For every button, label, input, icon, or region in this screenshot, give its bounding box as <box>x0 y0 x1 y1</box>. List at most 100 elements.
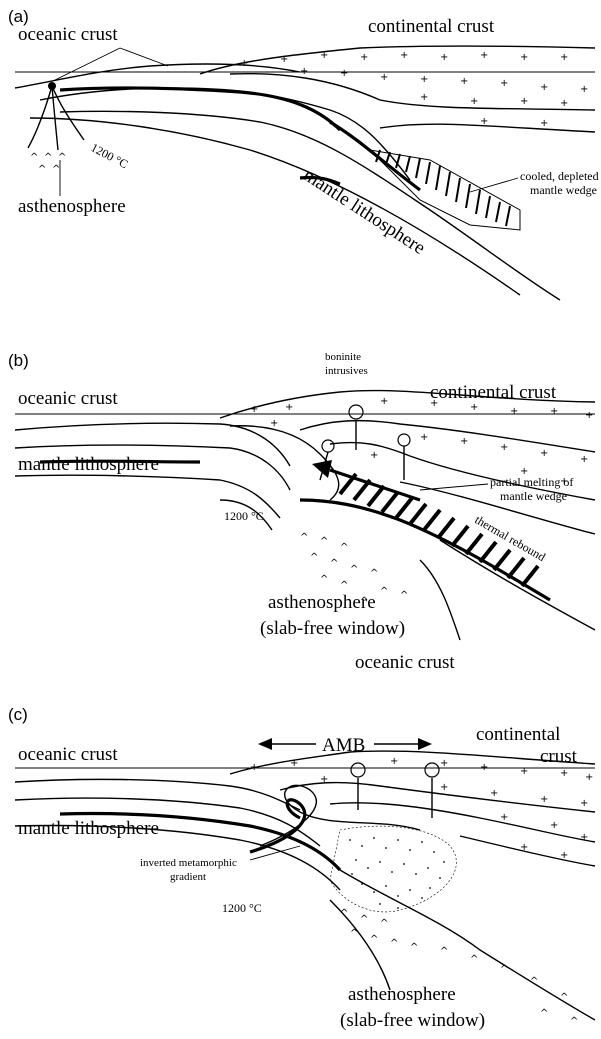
svg-text:^: ^ <box>30 152 38 163</box>
svg-text:^: ^ <box>370 568 378 579</box>
svg-text:+: + <box>520 766 528 777</box>
svg-text:^: ^ <box>340 542 348 553</box>
svg-text:+: + <box>500 78 508 89</box>
svg-text:+: + <box>480 762 488 773</box>
svg-text:^: ^ <box>330 558 338 569</box>
svg-text:+: + <box>500 812 508 823</box>
panel-b: (b) +++ +++ +++ +++ +++ ++ <box>8 351 595 673</box>
svg-text:^: ^ <box>320 536 328 547</box>
panel-b-label-mantle-lithosphere: mantle lithosphere <box>18 454 159 475</box>
panel-b-label-oceanic-crust: oceanic crust <box>18 388 118 409</box>
svg-text:+: + <box>510 406 518 417</box>
svg-text:+: + <box>580 454 588 465</box>
panel-a-wedge-leader <box>470 178 518 192</box>
panel-c-label-window: (slab-free window) <box>340 1010 485 1031</box>
svg-text:^: ^ <box>360 914 368 925</box>
svg-text:^: ^ <box>340 580 348 591</box>
panel-b-crust-crosses: +++ +++ +++ +++ +++ ++ <box>250 396 593 487</box>
svg-text:^: ^ <box>300 532 308 543</box>
svg-text:+: + <box>560 52 568 63</box>
panel-b-continent-base <box>300 421 595 452</box>
panel-a-continent-top <box>200 46 595 74</box>
panel-c-label-temperature: 1200 °C <box>222 901 262 915</box>
svg-text:^: ^ <box>500 964 508 975</box>
svg-text:+: + <box>500 442 508 453</box>
svg-text:+: + <box>370 450 378 461</box>
svg-text:+: + <box>540 794 548 805</box>
svg-text:+: + <box>380 396 388 407</box>
svg-text:^: ^ <box>440 946 448 957</box>
panel-a-label-temperature: 1200 °C <box>89 140 131 171</box>
svg-text:^: ^ <box>390 938 398 949</box>
svg-text:+: + <box>540 448 548 459</box>
panel-c: (c) AMB +++ +++ +++ +++ +++ +++ <box>8 705 595 1031</box>
svg-text:+: + <box>440 52 448 63</box>
panel-c-tag: (c) <box>8 705 28 724</box>
svg-text:+: + <box>480 50 488 61</box>
panel-b-label-boninite-1: boninite <box>325 351 361 363</box>
panel-a-crust-crosses: +++ +++ +++ +++ +++ ++ +++ +++ <box>240 50 588 129</box>
svg-text:+: + <box>440 758 448 769</box>
svg-text:+: + <box>320 774 328 785</box>
panel-b-label-melt-2: mantle wedge <box>500 489 567 503</box>
svg-text:+: + <box>285 402 293 413</box>
panel-a-label-asthenosphere: asthenosphere <box>18 196 126 217</box>
svg-text:+: + <box>470 402 478 413</box>
panel-b-boninite-intrusives <box>320 405 410 480</box>
panel-b-melt-leader <box>420 484 488 490</box>
panel-b-label-melt-1: partial melting of <box>490 475 573 489</box>
panel-b-slab-edge <box>300 500 550 600</box>
panel-c-label-inverted-2: gradient <box>170 871 206 883</box>
panel-a-asthenosphere-carets: ^^^ ^^ <box>30 152 66 175</box>
panel-b-tag: (b) <box>8 351 29 370</box>
svg-text:+: + <box>540 82 548 93</box>
svg-text:+: + <box>560 768 568 779</box>
svg-text:^: ^ <box>44 152 52 163</box>
svg-text:^: ^ <box>52 164 60 175</box>
svg-text:^: ^ <box>310 552 318 563</box>
panel-a-moho <box>60 88 340 130</box>
panel-a-crust-base <box>40 88 410 180</box>
panel-b-label-oceanic-crust-lower: oceanic crust <box>355 652 455 673</box>
svg-text:+: + <box>580 832 588 843</box>
panel-a-ridge-axis <box>48 82 56 90</box>
svg-text:+: + <box>280 54 288 65</box>
svg-text:+: + <box>440 782 448 793</box>
svg-text:^: ^ <box>350 564 358 575</box>
panel-a-oceanic-leaders <box>55 48 168 80</box>
svg-text:+: + <box>360 52 368 63</box>
svg-text:+: + <box>290 758 298 769</box>
svg-text:+: + <box>240 58 248 69</box>
svg-text:+: + <box>420 432 428 443</box>
panel-b-slab-tear <box>420 560 460 640</box>
svg-text:^: ^ <box>470 954 478 965</box>
svg-text:^: ^ <box>410 942 418 953</box>
panel-c-intrusives <box>351 763 439 818</box>
svg-text:+: + <box>400 50 408 61</box>
svg-text:+: + <box>560 98 568 109</box>
svg-text:^: ^ <box>380 918 388 929</box>
svg-text:+: + <box>340 68 348 79</box>
svg-text:^: ^ <box>58 152 66 163</box>
svg-text:+: + <box>250 762 258 773</box>
panel-b-label-temperature: 1200 °C <box>224 509 264 523</box>
svg-text:+: + <box>320 50 328 61</box>
panel-a-label-wedge-1: cooled, depleted <box>520 169 599 183</box>
panel-c-label-continental-2: crust <box>540 746 578 767</box>
panel-a-label-continental-crust: continental crust <box>368 16 495 37</box>
panel-b-slab-base <box>440 540 595 630</box>
panel-c-label-asthenosphere: asthenosphere <box>348 984 456 1005</box>
svg-text:^: ^ <box>530 976 538 987</box>
svg-text:+: + <box>520 842 528 853</box>
panel-b-label-window: (slab-free window) <box>260 618 405 639</box>
svg-text:^: ^ <box>570 1016 578 1027</box>
panel-a-label-wedge-2: mantle wedge <box>530 183 597 197</box>
svg-text:+: + <box>470 96 478 107</box>
svg-text:+: + <box>520 52 528 63</box>
svg-text:^: ^ <box>350 928 358 939</box>
svg-text:+: + <box>460 76 468 87</box>
panel-c-label-continental-1: continental <box>476 724 560 745</box>
svg-text:^: ^ <box>540 1008 548 1019</box>
svg-text:+: + <box>480 116 488 127</box>
svg-text:+: + <box>380 72 388 83</box>
